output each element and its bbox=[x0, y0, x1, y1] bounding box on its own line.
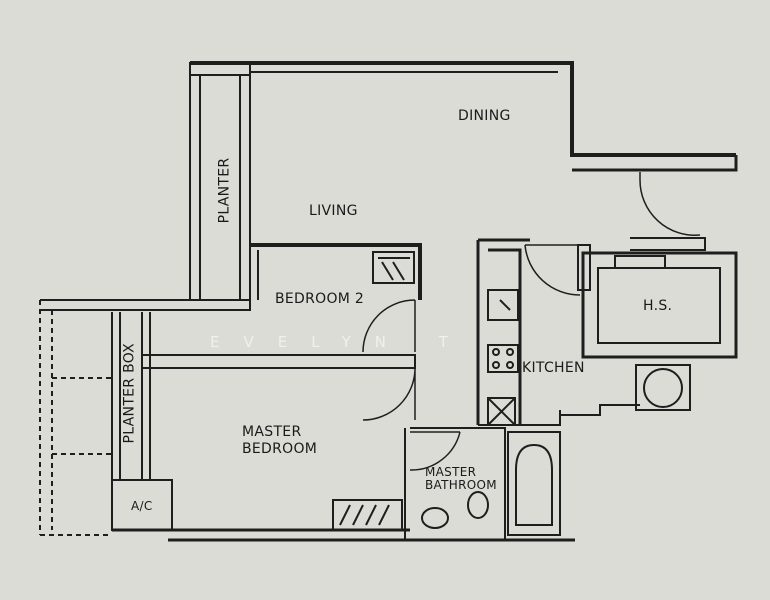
room-label-bedroom-2: BEDROOM 2 bbox=[275, 291, 365, 307]
wall-right bbox=[572, 155, 738, 172]
wall-kitchen-bottom bbox=[478, 404, 640, 426]
balcony-dashed bbox=[39, 300, 112, 536]
hs-door-bar bbox=[614, 255, 666, 269]
wall-top bbox=[190, 61, 736, 157]
room-label-master-bathroom: MASTER BATHROOM bbox=[425, 466, 497, 492]
door-kitchen bbox=[524, 244, 581, 296]
room-label-planter-box: PLANTER BOX bbox=[121, 342, 138, 444]
bomb-shelter-steps bbox=[630, 237, 706, 251]
kitchen-counter bbox=[476, 238, 530, 425]
room-label-master-bedroom: MASTER BEDROOM bbox=[242, 424, 317, 458]
wardrobe-bedroom2 bbox=[372, 251, 415, 284]
hs-inner bbox=[597, 267, 721, 344]
planter-box-outline bbox=[111, 312, 151, 480]
wall-bathroom bbox=[404, 427, 506, 540]
door-entrance bbox=[639, 172, 701, 236]
door-bedroom2 bbox=[362, 299, 416, 353]
room-label-master-bathroom-line1: MASTER bbox=[425, 465, 477, 479]
fridge bbox=[487, 397, 516, 426]
wall-partition bbox=[40, 299, 251, 311]
hs-room bbox=[581, 251, 738, 359]
wall-bedroom2-top bbox=[250, 243, 422, 300]
room-label-ac: A/C bbox=[131, 499, 153, 513]
room-label-dining: DINING bbox=[458, 108, 511, 124]
washer-box bbox=[635, 364, 691, 411]
room-label-living: LIVING bbox=[309, 203, 358, 219]
room-label-kitchen: KITCHEN bbox=[522, 360, 585, 376]
planter-outline bbox=[189, 63, 251, 300]
door-master bbox=[362, 367, 416, 421]
bathroom-door bbox=[409, 431, 461, 471]
room-label-hs: H.S. bbox=[643, 298, 673, 314]
bathtub-inner bbox=[515, 443, 553, 526]
room-label-master-bedroom-line1: MASTER bbox=[242, 424, 302, 440]
watermark-text: EVELYN T bbox=[210, 333, 472, 351]
wall-service bbox=[577, 244, 591, 291]
sink bbox=[487, 289, 519, 321]
room-label-planter: PLANTER bbox=[216, 157, 233, 224]
room-label-master-bedroom-line2: BEDROOM bbox=[242, 441, 318, 457]
wardrobe-master bbox=[332, 499, 403, 531]
bathtub bbox=[507, 431, 561, 536]
wall-planter-top bbox=[189, 62, 251, 76]
room-label-master-bathroom-line2: BATHROOM bbox=[425, 478, 497, 492]
stove bbox=[487, 344, 519, 373]
wall-bedroom2-bottom bbox=[141, 354, 416, 369]
